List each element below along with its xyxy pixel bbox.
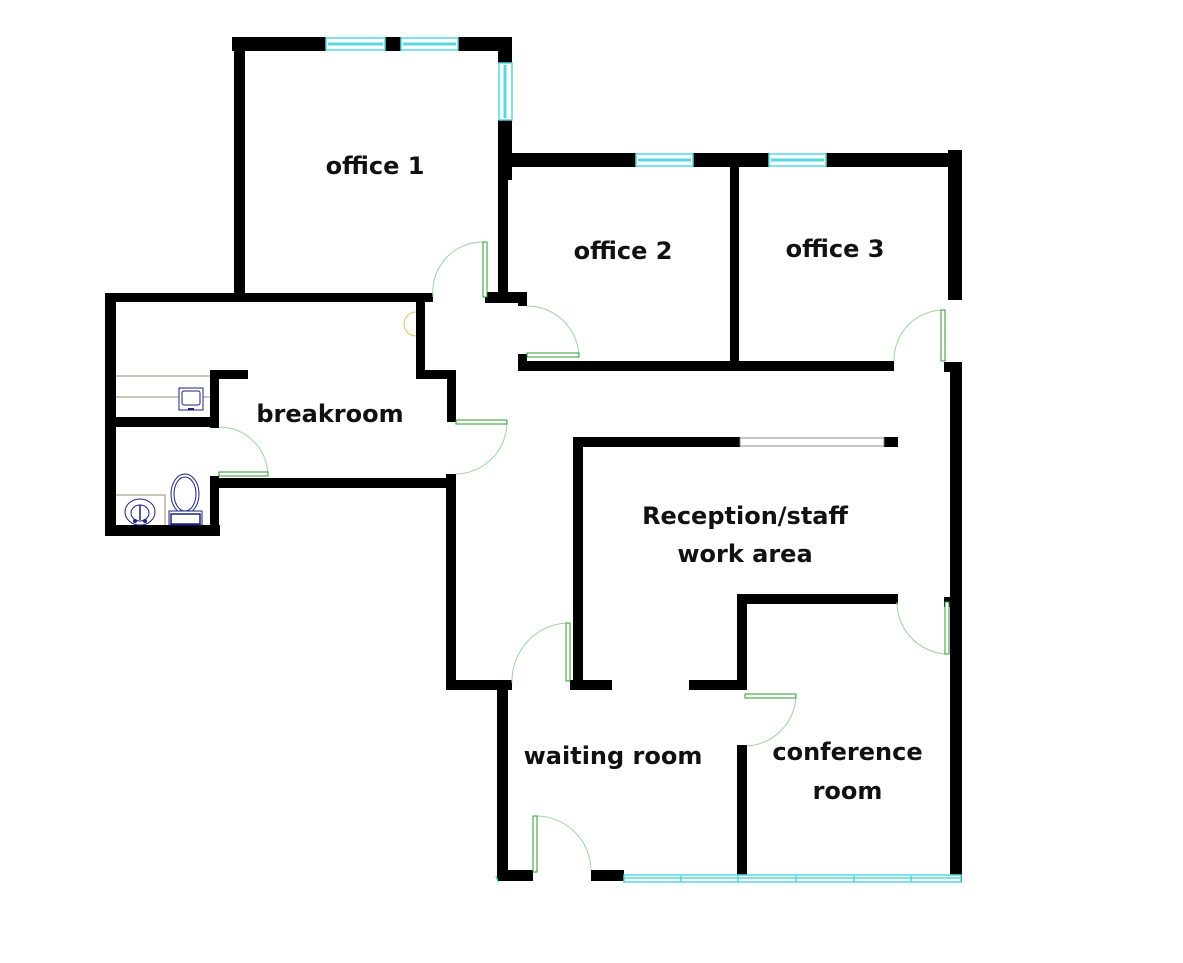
door-swing-pantry: [403, 311, 417, 337]
door-swing-office-1: [432, 241, 484, 298]
doors: [218, 241, 950, 873]
room-label-conference-line1: conference: [772, 738, 923, 766]
door-swing-conference: [746, 695, 797, 747]
door-reception: [944, 601, 950, 655]
room-label-conference-line2: room: [812, 777, 883, 805]
room-label-office-2: office 2: [573, 237, 673, 265]
door-swing-office-3: [893, 309, 945, 362]
door-swing-bathroom: [218, 426, 269, 475]
door-office-3: [940, 309, 946, 362]
room-label-office-3: office 3: [785, 235, 885, 263]
toilet-icon: [168, 473, 203, 526]
door-swing-breakroom: [455, 421, 508, 475]
door-office-2: [526, 352, 580, 358]
room-label-office-1: office 1: [325, 152, 425, 180]
door-bathroom: [218, 471, 269, 477]
windows: [325, 37, 962, 883]
walls: [105, 37, 962, 882]
door-waiting-top: [565, 622, 571, 682]
kitchen-sink-icon: [178, 387, 204, 411]
room-label-waiting-room: waiting room: [523, 742, 703, 770]
sliding-panel: [739, 437, 885, 447]
room-label-breakroom: breakroom: [256, 400, 404, 428]
door-entrance: [532, 815, 538, 873]
door-conference: [744, 693, 797, 699]
room-label-reception-line1: Reception/staff: [642, 502, 848, 530]
door-breakroom: [455, 419, 508, 425]
sink-icon: [124, 498, 156, 526]
door-swing-waiting-top: [511, 622, 568, 684]
door-swing-entrance: [535, 815, 592, 871]
door-office-1: [482, 241, 488, 298]
door-swing-office-2: [526, 305, 580, 357]
door-swing-reception: [896, 601, 947, 655]
room-label-reception-line2: work area: [677, 540, 813, 568]
